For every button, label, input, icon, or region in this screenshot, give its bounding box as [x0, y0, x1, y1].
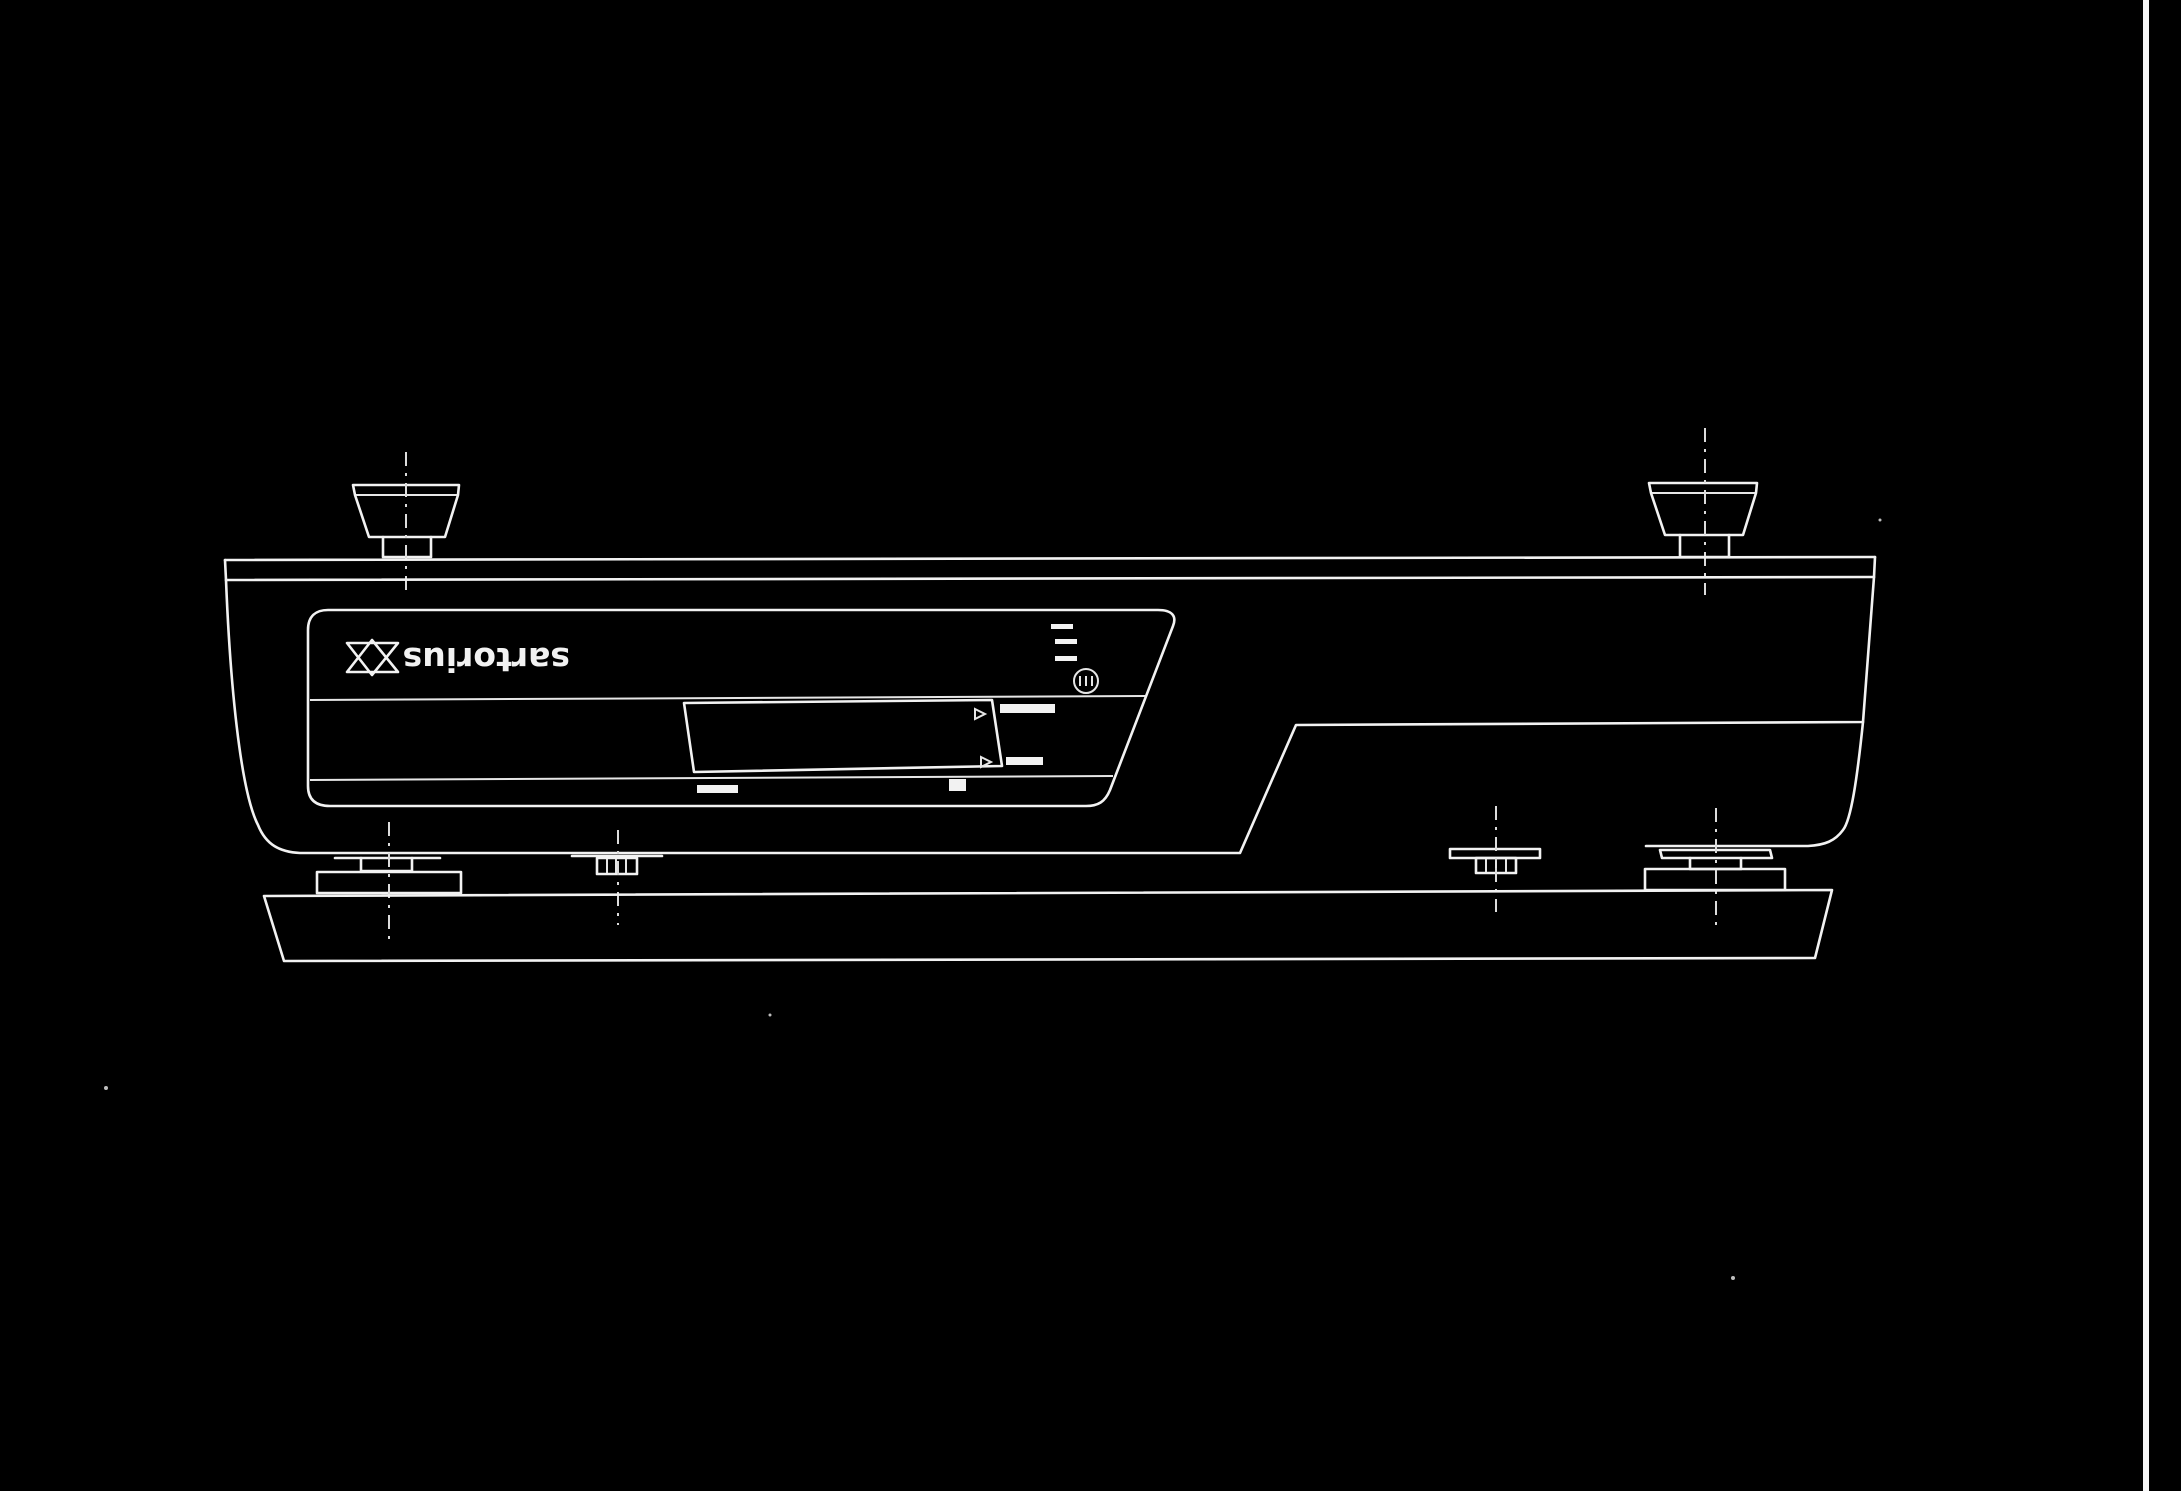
sartorius-logo-icon	[345, 638, 400, 677]
scan-edge-bar	[2143, 0, 2149, 1491]
brand-logo: sartorius	[345, 638, 570, 679]
brand-wordmark: sartorius	[403, 640, 570, 679]
left-foot	[315, 822, 463, 940]
left-spacer	[570, 830, 664, 925]
display-window	[682, 698, 1004, 774]
key-label-upper	[1000, 704, 1055, 713]
scan-specks	[104, 518, 1882, 1280]
key-label-bottom-right	[949, 779, 966, 791]
balance-housing	[223, 555, 1877, 855]
key-label-lower	[1006, 757, 1043, 765]
key-arrow-upper	[974, 707, 988, 721]
right-top-knob	[1647, 428, 1759, 595]
right-foot	[1643, 808, 1787, 930]
control-panel: sartorius	[306, 608, 1176, 808]
function-key-icon	[1073, 668, 1099, 694]
right-spacer	[1448, 806, 1542, 912]
base-plate	[262, 888, 1834, 963]
key-label-bottom-left	[697, 785, 738, 793]
key-arrow-lower	[980, 755, 994, 769]
left-top-knob	[351, 452, 461, 590]
indicator-marks	[1051, 624, 1099, 694]
